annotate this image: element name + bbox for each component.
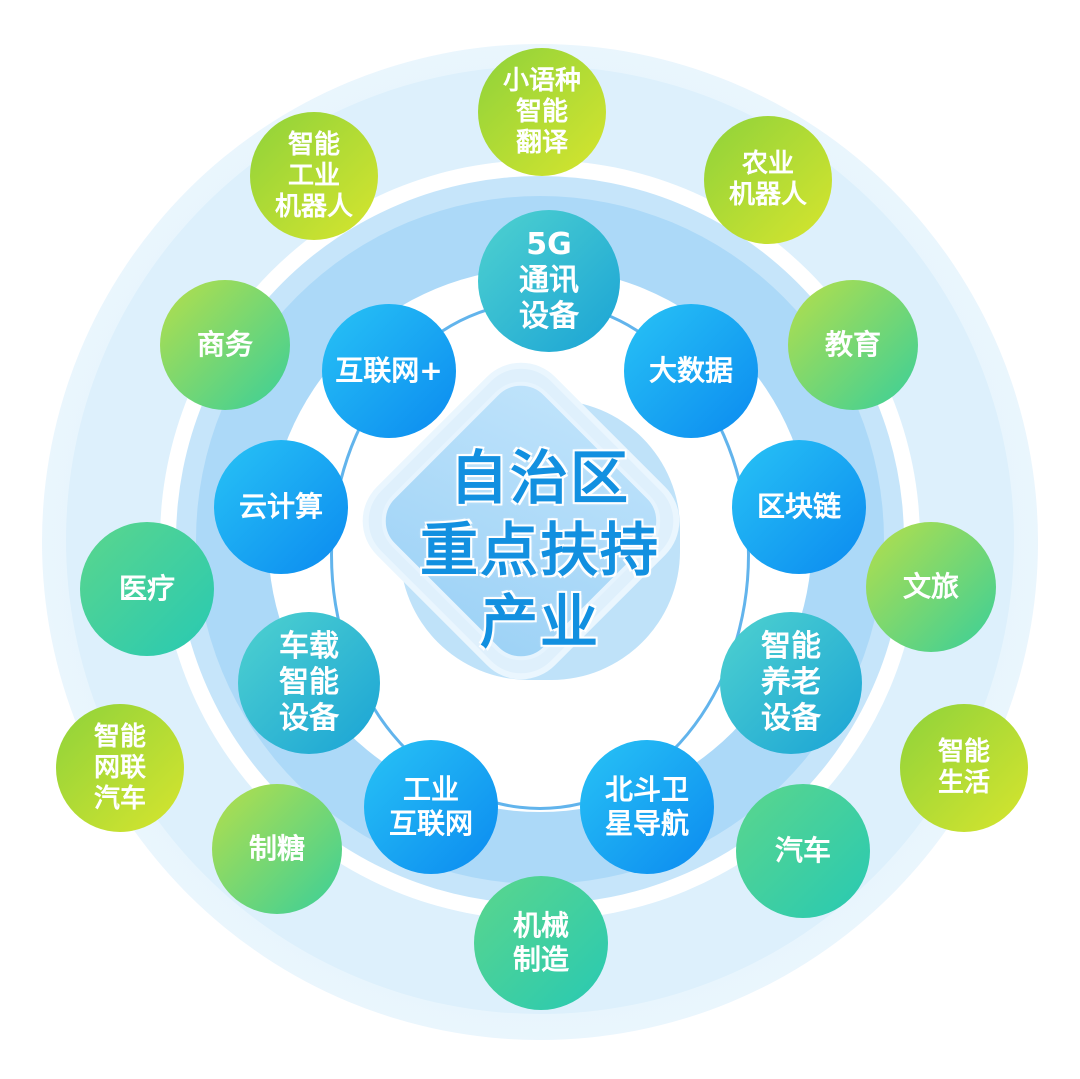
node-beidou-navigation: 北斗卫 星导航	[580, 740, 714, 874]
node-label-line: 小语种	[502, 65, 581, 96]
node-sugar-production: 制糖	[212, 784, 342, 914]
node-label-line: 智能	[761, 629, 821, 664]
node-label-line: 星导航	[604, 807, 689, 840]
node-automobile: 汽车	[736, 784, 870, 918]
node-label-line: 区块链	[756, 490, 841, 523]
node-label-line: 互联网+	[335, 354, 443, 387]
node-label-line: 车载	[279, 629, 339, 664]
node-label-line: 北斗卫	[604, 773, 689, 806]
node-label-line: 设备	[519, 299, 579, 334]
node-label-line: 商务	[196, 328, 253, 361]
node-medical: 医疗	[80, 522, 214, 656]
node-agricultural-robot: 农业 机器人	[704, 116, 832, 244]
center-title-line: 自治区	[449, 444, 630, 512]
node-smart-industrial-robot: 智能 工业 机器人	[250, 112, 378, 240]
node-label-line: 生活	[937, 768, 990, 798]
node-education: 教育	[788, 280, 918, 410]
node-label-line: 养老	[761, 665, 821, 700]
node-label-line: 机械	[512, 909, 569, 942]
node-label-line: 农业	[741, 149, 794, 179]
node-label-line: 工业	[287, 160, 340, 191]
node-label-line: 智能	[287, 129, 340, 160]
center-title: 自治区 重点扶持 产业	[380, 440, 700, 660]
node-label-line: 文旅	[902, 570, 959, 603]
node-label-line: 智能	[279, 665, 339, 700]
node-label-line: 设备	[279, 701, 339, 736]
node-label-line: 设备	[761, 701, 821, 736]
node-connected-vehicle: 智能 网联 汽车	[56, 704, 184, 832]
node-label-line: 智能	[93, 721, 146, 752]
node-label-line: 工业	[402, 773, 459, 806]
node-business: 商务	[160, 280, 290, 410]
node-label-line: 大数据	[648, 354, 733, 387]
node-big-data: 大数据	[624, 304, 758, 438]
node-minor-language-translation: 小语种 智能 翻译	[478, 48, 606, 176]
node-label-line: 5G	[526, 227, 572, 262]
node-culture-tourism: 文旅	[866, 522, 996, 652]
node-blockchain: 区块链	[732, 440, 866, 574]
center-title-line: 产业	[479, 588, 600, 656]
node-label-line: 医疗	[118, 572, 175, 605]
node-label-line: 智能	[937, 737, 990, 767]
node-label-line: 汽车	[774, 834, 831, 867]
node-label-line: 翻译	[515, 127, 568, 158]
center-title-line: 重点扶持	[419, 516, 660, 584]
node-label-line: 制造	[512, 943, 569, 976]
node-label-line: 智能	[515, 96, 568, 127]
node-label-line: 机器人	[274, 191, 353, 222]
node-smart-elderly-care: 智能 养老 设备	[720, 612, 862, 754]
node-industrial-internet: 工业 互联网	[364, 740, 498, 874]
node-smart-life: 智能 生活	[900, 704, 1028, 832]
node-label-line: 通讯	[519, 263, 579, 298]
node-label-line: 网联	[93, 752, 146, 783]
node-cloud-computing: 云计算	[214, 440, 348, 574]
node-vehicle-smart-device: 车载 智能 设备	[238, 612, 380, 754]
node-label-line: 互联网	[388, 807, 473, 840]
node-5g-equipment: 5G 通讯 设备	[478, 210, 620, 352]
node-internet-plus: 互联网+	[322, 304, 456, 438]
node-machinery-manufacturing: 机械 制造	[474, 876, 608, 1010]
node-label-line: 机器人	[728, 180, 807, 210]
node-label-line: 汽车	[93, 783, 146, 814]
node-label-line: 教育	[824, 328, 881, 361]
node-label-line: 制糖	[248, 832, 305, 865]
node-label-line: 云计算	[238, 490, 323, 523]
